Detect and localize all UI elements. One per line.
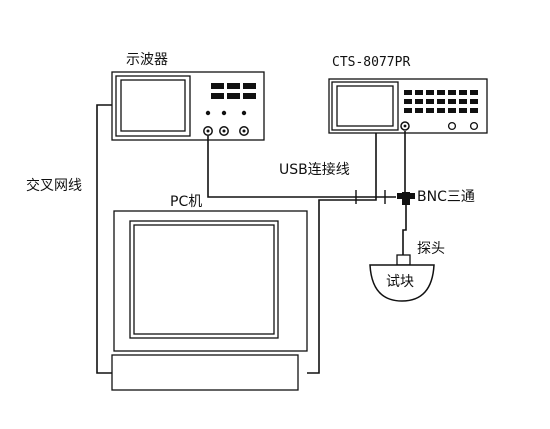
crossover-cable (96, 104, 112, 374)
bnc-tee (397, 192, 415, 205)
instrument-label: CTS-8077PR (332, 55, 410, 70)
crossover-cable-label: 交叉网线 (26, 177, 82, 194)
test-block (369, 264, 435, 302)
oscilloscope (111, 71, 265, 141)
pc (111, 210, 308, 391)
usb-cable-label: USB连接线 (279, 161, 350, 178)
bnc-tee-label: BNC三通 (417, 189, 475, 205)
ultrasonic-instrument (328, 78, 488, 134)
signal-cable (207, 136, 396, 198)
probe-label: 探头 (417, 241, 445, 257)
probe-cable (402, 205, 407, 255)
usb-cable (307, 133, 377, 374)
test-block-label: 试块 (386, 274, 414, 290)
pc-label: PC机 (170, 194, 202, 210)
oscilloscope-label: 示波器 (126, 52, 168, 68)
probe (396, 254, 411, 266)
